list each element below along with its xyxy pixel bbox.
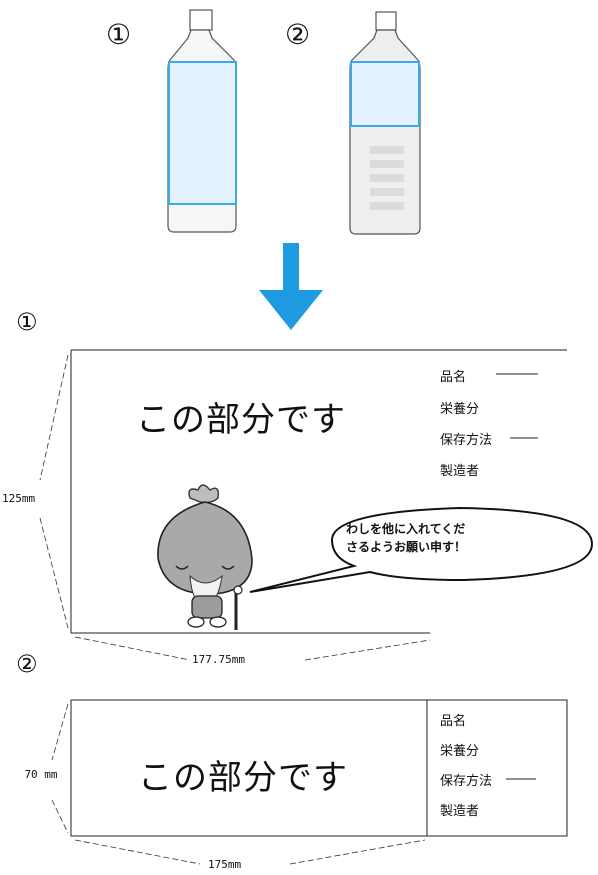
label-2-main-text: この部分です — [138, 758, 348, 798]
label-2-field-nutrition: 栄養分 — [440, 744, 480, 759]
label-1-outline — [70, 349, 567, 634]
label-1-height-dimension: 125mm — [2, 492, 36, 505]
bottle-2-stripes — [370, 146, 404, 210]
bottle-2-label — [350, 61, 420, 127]
label-2-field-storage: 保存方法 — [440, 774, 493, 789]
label-2-outline — [70, 699, 568, 837]
label-2-width-dimension: 175mm — [208, 858, 242, 871]
label-1-field-storage: 保存方法 — [440, 433, 493, 448]
label-2-field-maker: 製造者 — [440, 804, 480, 819]
bottle-1-marker: ① — [106, 18, 132, 51]
label-1-field-maker: 製造者 — [440, 464, 480, 479]
label-1-field-leaders — [496, 373, 538, 439]
bottle-2-marker: ② — [285, 18, 311, 51]
label-2-dimension-lines — [51, 703, 426, 865]
label-1-field-nutrition: 栄養分 — [440, 402, 480, 417]
bottle-1-label — [168, 61, 237, 205]
label-2-field-name: 品名 — [440, 714, 467, 729]
speech-line-1: わしを他に入れてくだ — [346, 522, 466, 536]
onion-character — [157, 484, 253, 630]
label-1-field-name: 品名 — [440, 370, 467, 385]
label-1-width-dimension: 177.75mm — [192, 653, 245, 666]
label-1-dimension-lines — [39, 354, 431, 661]
speech-bubble — [249, 506, 594, 593]
label-2-marker: ② — [16, 650, 38, 678]
label-1-marker: ① — [16, 308, 38, 336]
label-2-height-dimension: 70 mm — [24, 768, 58, 781]
down-arrow-icon — [259, 243, 323, 330]
speech-line-2: さるようお願い申す！ — [346, 540, 467, 554]
label-1-main-text: この部分です — [136, 400, 346, 440]
speech-bubble-text: わしを他に入れてくだ さるようお願い申す！ — [346, 520, 466, 556]
